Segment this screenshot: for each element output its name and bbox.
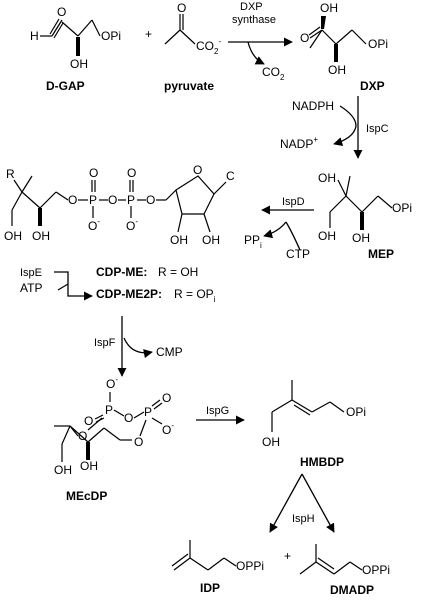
cofactor-cmp: CMP [156,345,183,359]
pyruvate-structure: O CO2- pyruvate [164,1,221,93]
mep-oh-2: OH [318,229,336,243]
mecdp-oh-1: OH [54,463,72,477]
enzyme-ispg: IspG [206,405,229,417]
ispg-step: IspG [196,405,245,425]
mecdp-structure: O- P O O P O O- O O OH OH MEcDP [54,375,174,503]
mecdp-o-ring-1: O [78,429,87,443]
dmadp-oppi: OPPi [362,563,390,577]
cofactor-ctp: CTP [286,247,310,261]
hmbdp-oh: OH [262,435,280,449]
plus-sign-2: + [284,549,291,563]
mecdp-o-minus-2: O- [162,421,174,437]
ispc-step: NADPH NADP+ IspC [280,96,389,159]
mep-oh-3: OH [352,231,370,245]
cdp-me-o-4: O [127,166,136,180]
dxp-oh-1: OH [320,1,338,15]
enzyme-ispe: IspE [20,267,42,279]
enzyme-isph: IspH [292,513,315,525]
label-pyruvate: pyruvate [164,79,214,93]
enzyme-dxp-synthase-line1: DXP [240,1,263,13]
hmbdp-opi: OPi [346,405,366,419]
dgap-o: O [57,5,66,19]
dgap-oh: OH [70,57,88,71]
cofactor-co2: CO2 [262,65,285,82]
hmbdp-structure: OH OPi HMBDP [262,380,366,469]
cdp-me-p-2: P [127,193,135,207]
cdp-me-o-5: O [146,193,155,207]
cdp-me-r: R [6,167,15,181]
dgap-structure: H O OPi OH D-GAP [30,5,121,93]
ispd-step: IspD CTP PPi [244,196,314,261]
mecdp-o-ring-2: O [134,435,143,449]
label-dgap: D-GAP [46,79,85,93]
ribose-oh-1: OH [170,233,188,247]
cdp-me-o-2: O [89,166,98,180]
cdp-me2p-r-def: R = OPi [174,287,216,304]
cdp-me-o-1: O [68,193,77,207]
dxp-oh-2: OH [328,63,346,77]
isph-step: IspH [269,473,335,533]
cofactor-nadp: NADP+ [280,135,318,151]
dxp-structure: O OH OH OPi DXP [300,1,388,93]
cofactor-atp: ATP [20,281,42,295]
mecdp-oh-2: OH [80,459,98,473]
cofactor-nadph: NADPH [292,99,334,113]
cdp-me-structure: R OH OH O P O O- O P O O- O O C [4,163,235,247]
ribose-oh-2: OH [202,233,220,247]
label-cdp-me2p: CDP-ME2P: [96,287,162,301]
mecdp-o-bridge: O [124,411,133,425]
ribose-o: O [193,163,202,177]
cdp-me-o-minus-1: O- [88,217,100,233]
mep-opi: OPi [392,201,412,215]
enzyme-ispf: IspF [94,337,116,349]
mecdp-p-2: P [144,405,152,419]
pyruvate-o: O [177,1,186,15]
cdp-me-p-1: P [89,193,97,207]
mecdp-p-1: P [105,403,113,417]
ispf-step: IspF CMP [94,316,183,377]
plus-sign-1: + [145,27,152,41]
enzyme-ispc: IspC [366,123,389,135]
label-idp: IDP [200,581,220,595]
idp-structure: OPPi IDP [171,540,264,595]
label-mep: MEP [368,247,394,261]
ispe-step: IspE ATP CDP-ME: R = OH CDP-ME2P: R = OP… [20,265,216,304]
dgap-opi: OPi [101,29,121,43]
dxp-opi: OPi [368,37,388,51]
dmadp-structure: OPPi DMADP [299,544,390,597]
dxp-o: O [300,31,309,45]
cdp-me-oh-1: OH [4,229,22,243]
cdp-me-o-3: O [108,193,117,207]
ribose-c: C [226,169,235,183]
mep-oh-1: OH [318,171,336,185]
dgap-h: H [30,29,39,43]
dxp-synthase-step: DXP synthase CO2 [228,1,293,82]
label-dxp: DXP [360,79,385,93]
mecdp-o-2: O [162,391,171,405]
label-hmbdp: HMBDP [300,455,344,469]
label-mecdp: MEcDP [66,489,107,503]
cdp-me-oh-2: OH [32,229,50,243]
mep-structure: OH OH OH OPi MEP [318,171,412,261]
mecdp-o-1: O [84,414,93,428]
mecdp-o-minus-1: O- [106,375,118,391]
enzyme-ispd: IspD [282,196,305,208]
enzyme-dxp-synthase-line2: synthase [232,14,276,26]
label-dmadp: DMADP [330,583,374,597]
label-cdp-me: CDP-ME: [96,265,147,279]
cofactor-ppi: PPi [244,233,262,250]
pyruvate-co2: CO2- [196,37,221,56]
cdp-me-o-minus-2: O- [126,217,138,233]
cdp-me-r-def: R = OH [158,265,198,279]
idp-oppi: OPPi [236,559,264,573]
